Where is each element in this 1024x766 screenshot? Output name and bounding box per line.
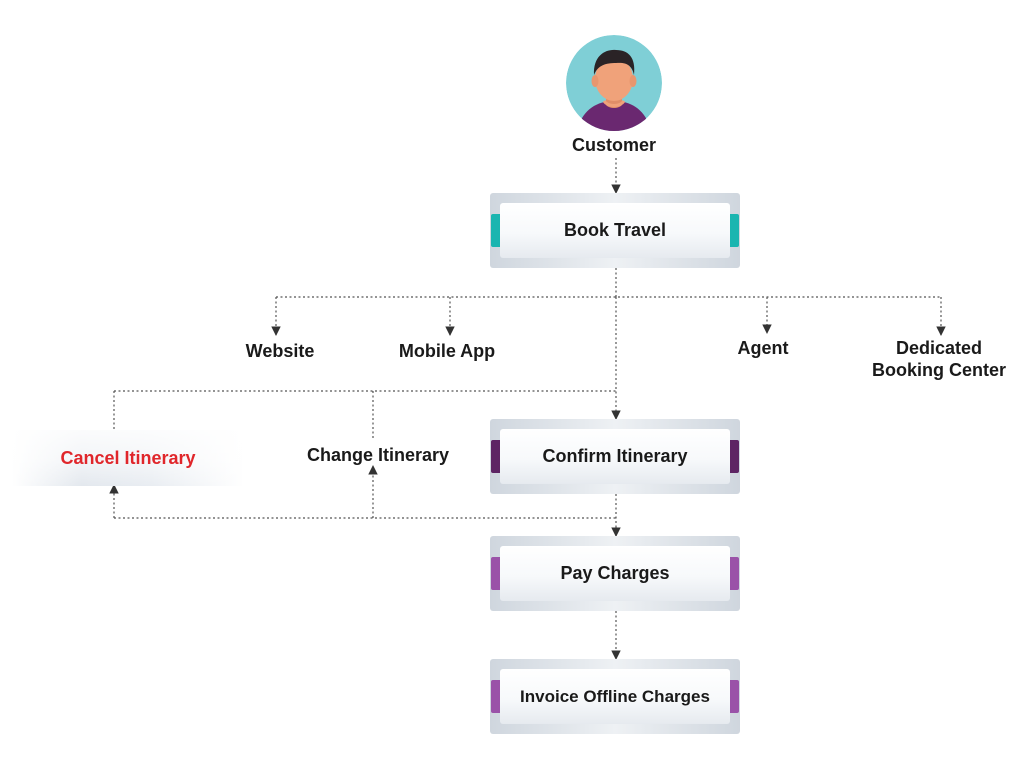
change-itinerary-label[interactable]: Change Itinerary	[306, 445, 450, 465]
invoice-offline-charges-label: Invoice Offline Charges	[500, 669, 730, 724]
dedicated-booking-center-label: Dedicated Booking Center	[862, 337, 1016, 381]
book-travel-node[interactable]: Book Travel	[490, 193, 740, 268]
confirm-itinerary-node[interactable]: Confirm Itinerary	[490, 419, 740, 494]
book-travel-label: Book Travel	[500, 203, 730, 258]
pay-charges-accent-right	[727, 557, 739, 590]
confirm-itinerary-accent-right	[727, 440, 739, 473]
dedicated-line-1: Dedicated	[895, 338, 983, 358]
confirm-itinerary-label: Confirm Itinerary	[500, 429, 730, 484]
book-travel-accent-right	[727, 214, 739, 247]
customer-avatar-icon	[566, 35, 662, 131]
cancel-itinerary-label: Cancel Itinerary	[12, 430, 244, 486]
website-label: Website	[245, 341, 315, 361]
cancel-itinerary-node[interactable]: Cancel Itinerary	[12, 430, 244, 486]
customer-label: Customer	[571, 135, 656, 155]
dedicated-line-2: Booking Center	[871, 360, 1006, 380]
invoice-accent-right	[727, 680, 739, 713]
invoice-offline-charges-node[interactable]: Invoice Offline Charges	[490, 659, 740, 734]
pay-charges-node[interactable]: Pay Charges	[490, 536, 740, 611]
mobile-app-label: Mobile App	[398, 341, 496, 361]
pay-charges-label: Pay Charges	[500, 546, 730, 601]
agent-label: Agent	[737, 338, 789, 358]
